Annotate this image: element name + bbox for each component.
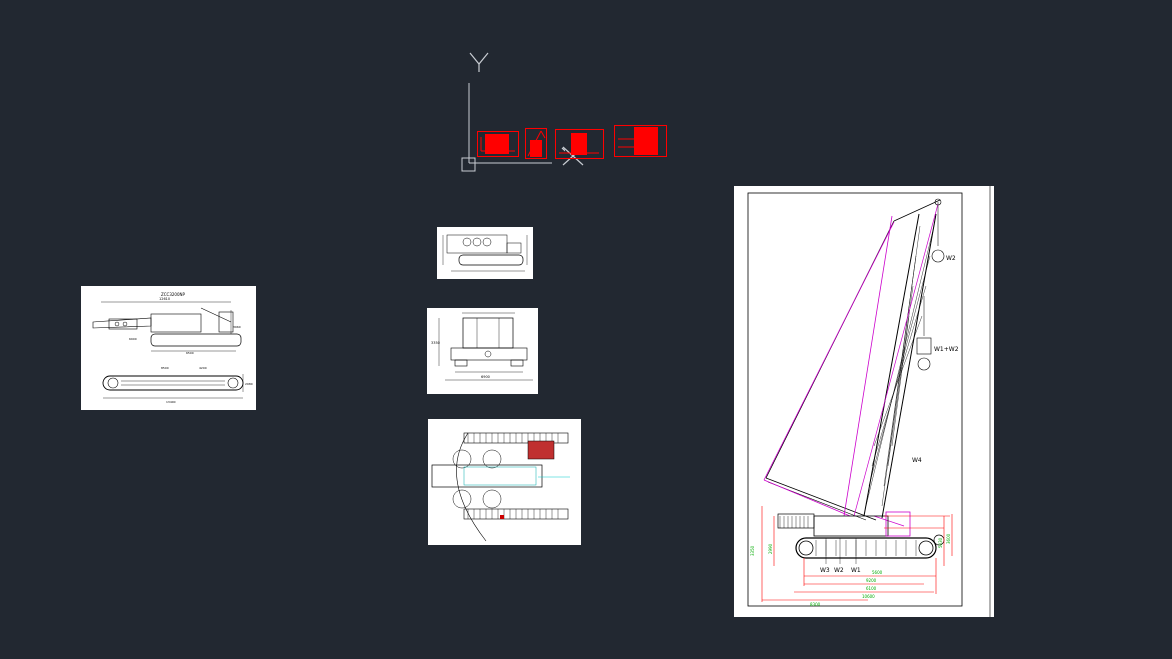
label-w3: W3 [820,567,830,574]
side-dim-c: 6500 [186,351,194,355]
label-w4: W4 [912,457,922,464]
label-w1: W1 [851,567,861,574]
dim-c: 6100 [866,586,877,591]
side-dim-h: 4200 [199,366,207,370]
front-view-sheet[interactable]: 3350 6900 [427,308,538,394]
red-block-3[interactable] [555,129,604,159]
top-view-sheet[interactable] [437,227,533,279]
front-dim-a: 3350 [431,341,440,345]
label-w1w2: W1+W2 [934,346,959,353]
side-dim-i: 11440 [83,405,86,407]
red-block-2[interactable] [525,128,547,159]
side-dim-e: 2980 [245,382,253,386]
front-dim-b: 6900 [481,375,490,379]
ucs-icon [455,48,583,178]
side-dim-b: 3960 [233,325,241,329]
red-block-4[interactable] [614,125,667,157]
side-dim-f: 13400 [166,400,176,404]
dim-a: 5600 [872,570,883,575]
side-view-sheet[interactable]: ZCC3200NP 12610 3960 6900 6500 8500 4200 [81,286,256,410]
dim-e: 8300 [810,602,821,607]
dim-b: 9200 [866,578,877,583]
side-dim-d: 8500 [161,366,169,370]
side-dim-g: 6900 [129,337,137,341]
dim-i: 3600 [946,533,951,544]
dim-d: 10600 [862,594,875,599]
plan-view-sheet[interactable] [428,419,581,545]
label-w2: W2 [946,255,956,262]
dim-g: 2990 [768,543,773,554]
label-w2b: W2 [834,567,844,574]
dim-h: 5030 [938,537,943,548]
side-view-title: ZCC3200NP [161,292,185,297]
side-dim-a: 12610 [159,297,170,301]
red-block-1[interactable] [477,131,519,157]
dim-f: 3350 [750,545,755,556]
crane-elevation-sheet[interactable]: W2 W1+W2 W4 [734,186,994,617]
